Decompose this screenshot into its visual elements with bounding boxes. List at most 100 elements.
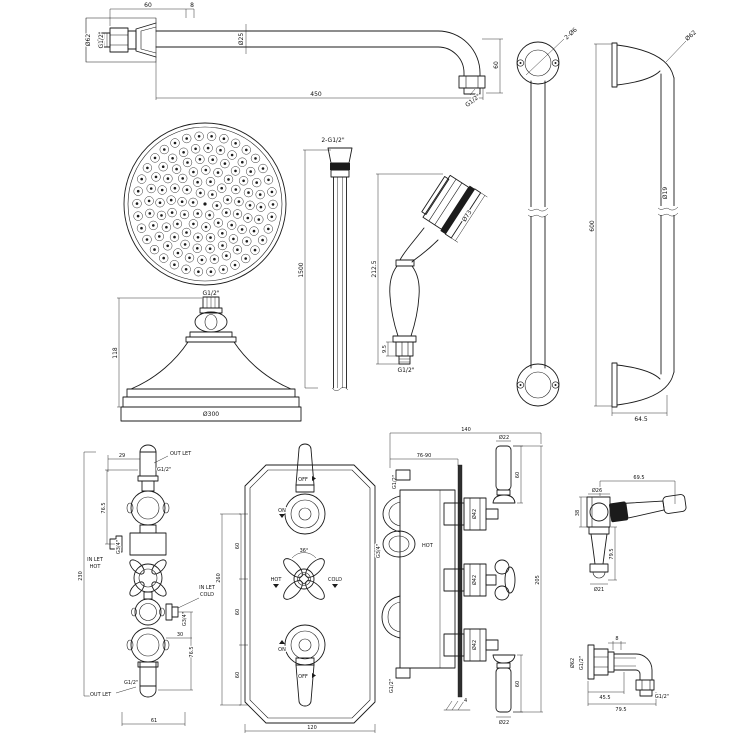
dim-rail-holes: 2-Ø6	[563, 26, 579, 41]
dim-flange-plate: 8	[190, 2, 194, 9]
label-ev-inlet1: IN LET	[87, 557, 104, 563]
dim-head-height: 118	[112, 347, 119, 359]
dim-cv-lever-dia-top: Ø22	[499, 434, 509, 441]
dim-cv-top-thread: G1/2"	[392, 475, 398, 489]
dim-arm-length: 450	[310, 91, 322, 98]
dim-lv-skirt: Ø21	[594, 586, 604, 593]
dim-cv-lever-dia-bot: Ø22	[499, 719, 509, 726]
arrow-right-icon	[312, 673, 316, 678]
dim-el-flange-dia: Ø62	[569, 658, 576, 668]
dim-hand-head-dia: Ø73	[461, 209, 474, 223]
dim-el-proj: 45.5	[599, 695, 610, 701]
dim-plate-seg2: 60	[235, 609, 241, 615]
label-ev-inlet-hot: HOT	[90, 564, 102, 570]
wall-plate	[457, 464, 463, 698]
dim-ev-hot-thread: G3/4"	[116, 540, 122, 554]
exposed-valve-drawing: 29 OUT LET G1/2" 76.5 G3/4" IN LET HOT 2…	[77, 444, 217, 726]
arrow-up-icon	[279, 640, 285, 644]
dim-cv-bot-thread: G1/2"	[389, 679, 395, 693]
concealed-valve-drawing: 140 76-90 G1/2" HOT G3/4" G1/2" 4 Ø42	[375, 426, 543, 727]
dim-plate-seg1: 60	[235, 543, 241, 549]
dim-plate-width: 120	[307, 725, 317, 731]
arrow-down-icon	[273, 584, 279, 588]
dim-arm-thread: G1/2"	[464, 93, 482, 109]
dim-rail-foot: 64.5	[634, 416, 648, 423]
label-plate-hot: HOT	[271, 577, 283, 583]
label-plate-cold: COLD	[328, 577, 342, 583]
dim-ev-offset: 29	[119, 453, 125, 459]
label-ev-inlet2: IN LET	[199, 585, 216, 591]
dim-cv-plate-t: 4	[464, 698, 467, 704]
arrow-down-icon	[279, 514, 285, 518]
dim-lv-length: 69.5	[633, 475, 644, 481]
dim-rail-length: 600	[589, 220, 596, 232]
dim-hose-threads: 2-G1/2"	[321, 137, 345, 144]
riser-rail-side: Ø62 Ø19 600 64.5	[588, 28, 699, 424]
dim-hand-nut: 9.5	[382, 345, 388, 353]
label-ev-outlet-bot: OUT LET	[90, 692, 112, 698]
dim-rail-flange-dia: Ø62	[684, 29, 698, 43]
dim-el-total: 79.5	[615, 707, 626, 713]
lever-detail-drawing: 69.5 Ø26 38 79.5 Ø21	[574, 474, 687, 594]
handset-drawing: Ø73 212.5 9.5 G1/2"	[370, 173, 488, 375]
dim-cv-inlet-thread: G3/4"	[376, 544, 382, 558]
wall-elbow-drawing: 8 Ø62 G1/2" 45.5 79.5 G1/2"	[568, 635, 671, 714]
dim-lv-height: 79.5	[609, 548, 615, 559]
shower-head-side: G1/2" Ø300 118	[111, 289, 302, 422]
dim-cv-cart2: Ø42	[471, 575, 478, 585]
dim-ev-outlet-bot-thread: G1/2"	[124, 680, 138, 686]
dim-hand-height: 212.5	[371, 260, 378, 277]
dim-cv-lever-len-top: 60	[515, 472, 521, 478]
dim-ev-height: 230	[78, 571, 84, 581]
dim-cv-height: 205	[535, 575, 541, 585]
dim-flange-dia: Ø62	[85, 34, 92, 47]
label-cv-hot: HOT	[422, 543, 434, 549]
label-plate-on-bot: ON	[278, 647, 286, 653]
label-ev-inlet-cold: COLD	[200, 592, 214, 598]
concealed-plate-drawing: OFF ON 36° HOT COLD ON OFF	[215, 443, 376, 733]
dim-cv-cart3: Ø42	[471, 640, 478, 650]
dim-cv-lever-len-bot: 60	[515, 681, 521, 687]
label-plate-off-top: OFF	[298, 477, 308, 483]
dim-head-dia: Ø300	[203, 411, 219, 418]
label-plate-off-bot: OFF	[298, 674, 308, 680]
dim-el-wall-thread: G1/2"	[579, 656, 585, 670]
dim-ev-step: 30	[177, 632, 183, 638]
dim-el-out-thread: G1/2"	[655, 694, 669, 700]
dim-cv-width: 140	[461, 427, 471, 433]
dim-ev-centres-top: 76.5	[101, 502, 107, 513]
dim-ev-cold-thread: G3/4"	[182, 612, 188, 626]
dim-rail-tube-dia: Ø19	[662, 187, 669, 200]
hose-drawing: 2-G1/2" 1500	[297, 136, 353, 391]
label-ev-outlet-top: OUT LET	[170, 451, 192, 457]
dim-ev-width: 61	[151, 718, 157, 724]
cartridge-bot: Ø42 60 Ø22	[443, 628, 523, 727]
label-plate-on-top: ON	[278, 508, 286, 514]
dim-head-thread: G1/2"	[202, 290, 219, 297]
dim-lv-body: 38	[575, 510, 581, 516]
dim-hand-thread: G1/2"	[397, 367, 414, 374]
nozzle-pattern	[132, 131, 278, 277]
dim-plate-overall: 260	[216, 573, 222, 583]
label-plate-angle: 36°	[300, 548, 309, 554]
dim-plate-seg3: 60	[235, 672, 241, 678]
arrow-down-icon	[332, 584, 338, 588]
cartridge-mid: Ø42	[443, 559, 516, 601]
arrow-right-icon	[312, 476, 316, 481]
dim-ev-outlet-top-thread: G1/2"	[157, 467, 171, 473]
dim-arm-dia: Ø25	[238, 33, 245, 46]
dim-cv-depth: 76-90	[417, 453, 432, 459]
cartridge-top: Ø42 Ø22 60	[443, 433, 523, 531]
dim-lv-boss: Ø26	[592, 487, 602, 494]
lever-arm	[609, 494, 687, 523]
riser-rail-front: 2-Ø6	[516, 25, 580, 407]
dim-el-plate: 8	[615, 636, 618, 642]
dim-flange-thread: G1/2"	[98, 31, 105, 48]
dim-flange-width: 60	[144, 2, 152, 9]
shower-arm-drawing: 60 8 Ø62 G1/2" Ø25 450	[84, 1, 503, 110]
dim-cv-cart1: Ø42	[471, 509, 478, 519]
dim-ev-centres-bot: 76.5	[189, 646, 195, 657]
dim-hose-length: 1500	[298, 262, 305, 277]
